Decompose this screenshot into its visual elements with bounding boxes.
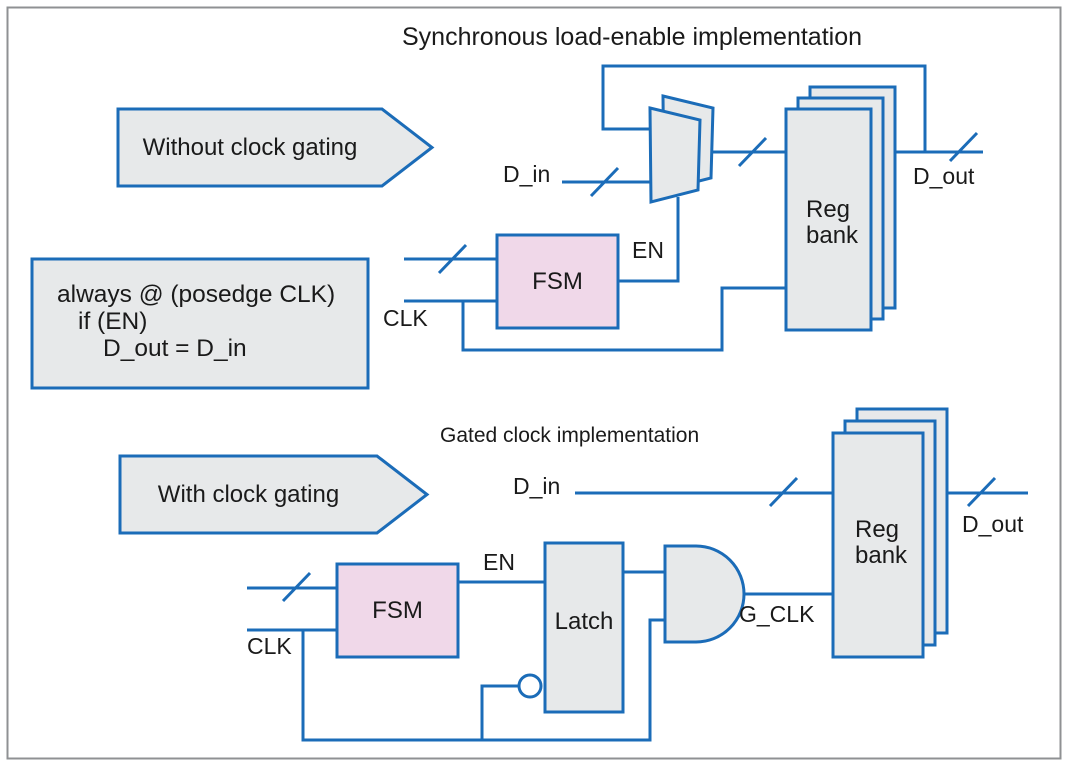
and-gate	[663, 544, 746, 644]
clk2-label: CLK	[247, 633, 292, 659]
bottom-diagram-title: Gated clock implementation	[440, 424, 700, 447]
bus-slash-fsm2-input	[281, 571, 312, 603]
regbank2-label: Reg bank	[855, 517, 907, 569]
fsm2-label: FSM	[372, 596, 423, 624]
code-line-2: if (EN)	[78, 308, 148, 335]
regbank2-label-line1: Reg	[855, 516, 900, 543]
latch-label: Latch	[554, 608, 614, 635]
banner-with-clock-gating-shape	[118, 454, 430, 535]
regbank1-label-line1: Reg	[806, 196, 851, 223]
bus-slash-dout1	[948, 131, 979, 163]
regbank1-label: Reg bank	[806, 197, 858, 249]
top-diagram-title: Synchronous load-enable implementation	[402, 23, 863, 51]
banner-without-clock-gating-shape	[116, 107, 435, 188]
dout1-label: D_out	[913, 163, 975, 189]
banner-without-clock-gating-label: Without clock gating	[142, 133, 358, 161]
wire-en1-fsm-to-mux	[618, 197, 680, 283]
bus-slash-din1	[589, 166, 620, 198]
regbank1-front	[784, 107, 873, 332]
mux-front	[648, 106, 702, 204]
code-line-3: D_out = D_in	[103, 335, 247, 362]
code-box	[30, 257, 370, 390]
latch-box	[543, 541, 625, 714]
wire-clk2-to-latch-bubble	[480, 684, 520, 740]
din2-label: D_in	[513, 473, 561, 499]
en1-label: EN	[632, 237, 664, 263]
regbank2-front	[831, 431, 925, 659]
banner-with-clock-gating-label: With clock gating	[157, 480, 340, 508]
dout2-label: D_out	[962, 511, 1024, 537]
verilog-code: always @ (posedge CLK) if (EN) D_out = D…	[57, 281, 335, 362]
clk1-label: CLK	[383, 305, 428, 331]
fsm2-box	[335, 562, 460, 659]
bus-slash-fsm1-input	[437, 243, 468, 275]
wire-feedback-dout-to-mux	[601, 64, 927, 152]
gclk-label: G_CLK	[739, 601, 815, 627]
latch-inverted-clock-bubble	[517, 673, 543, 699]
bus-slash-mux-out	[737, 136, 768, 168]
wire-clk2-to-and-gate	[301, 618, 665, 742]
fsm1-label: FSM	[532, 267, 583, 295]
din1-label: D_in	[503, 161, 551, 187]
regbank1-label-line2: bank	[806, 222, 859, 249]
en2-label: EN	[483, 549, 515, 575]
code-line-1: always @ (posedge CLK)	[57, 281, 336, 308]
regbank2-label-line2: bank	[855, 542, 908, 569]
bus-slash-din2	[768, 476, 799, 508]
bus-slash-dout2	[966, 476, 997, 508]
fsm1-box	[495, 233, 620, 330]
wire-clk1-to-regbank	[461, 286, 786, 352]
